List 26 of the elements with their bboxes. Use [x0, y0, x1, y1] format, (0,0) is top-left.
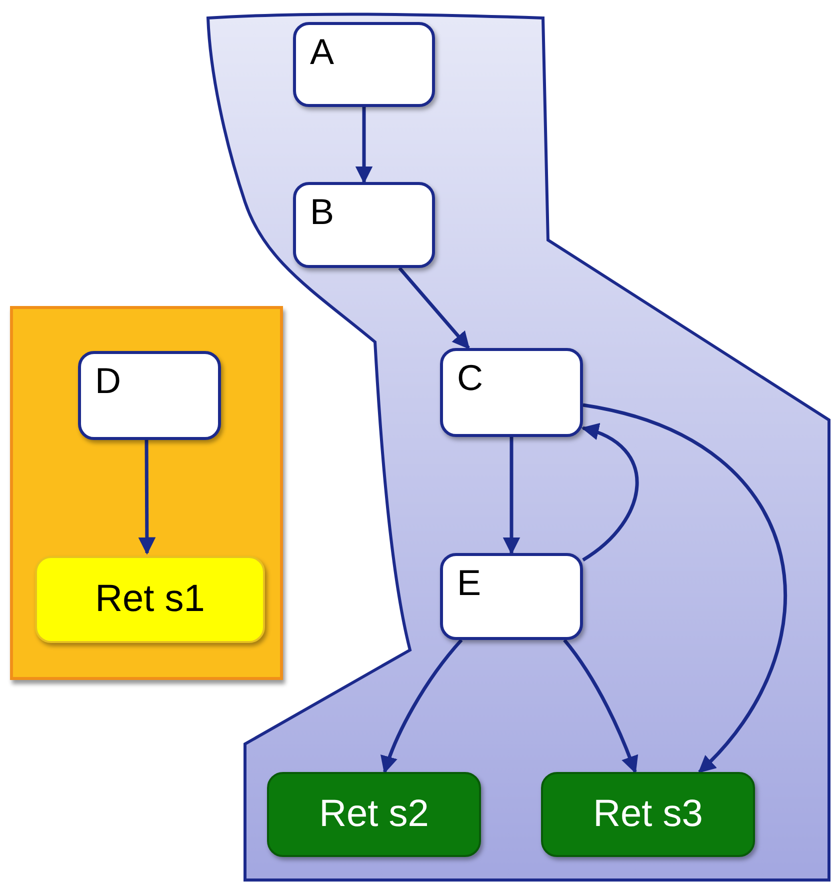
- arrow: [582, 403, 787, 774]
- result-box: [541, 772, 755, 857]
- process-box: [440, 553, 583, 640]
- process-box: [440, 348, 583, 437]
- node-label: C: [457, 357, 483, 399]
- process-box: [293, 22, 435, 107]
- process-box: [293, 182, 435, 268]
- process-box: [78, 351, 221, 440]
- arrow: [381, 638, 463, 774]
- result-box: [35, 556, 265, 643]
- node-label: Ret s3: [593, 793, 703, 836]
- group-region: [205, 12, 833, 882]
- node-label: A: [310, 31, 334, 73]
- arrow: [355, 107, 373, 184]
- node-label: Ret s1: [95, 578, 205, 621]
- node-label: B: [310, 191, 334, 233]
- arrow: [563, 638, 638, 774]
- node-label: E: [457, 562, 482, 604]
- node-label: Ret s2: [319, 793, 429, 836]
- node-label: D: [95, 360, 121, 402]
- arrow: [398, 266, 470, 350]
- arrow: [138, 437, 156, 555]
- group-panel: [10, 306, 283, 680]
- result-box: [267, 772, 481, 857]
- arrow: [581, 424, 639, 562]
- arrow: [502, 437, 520, 555]
